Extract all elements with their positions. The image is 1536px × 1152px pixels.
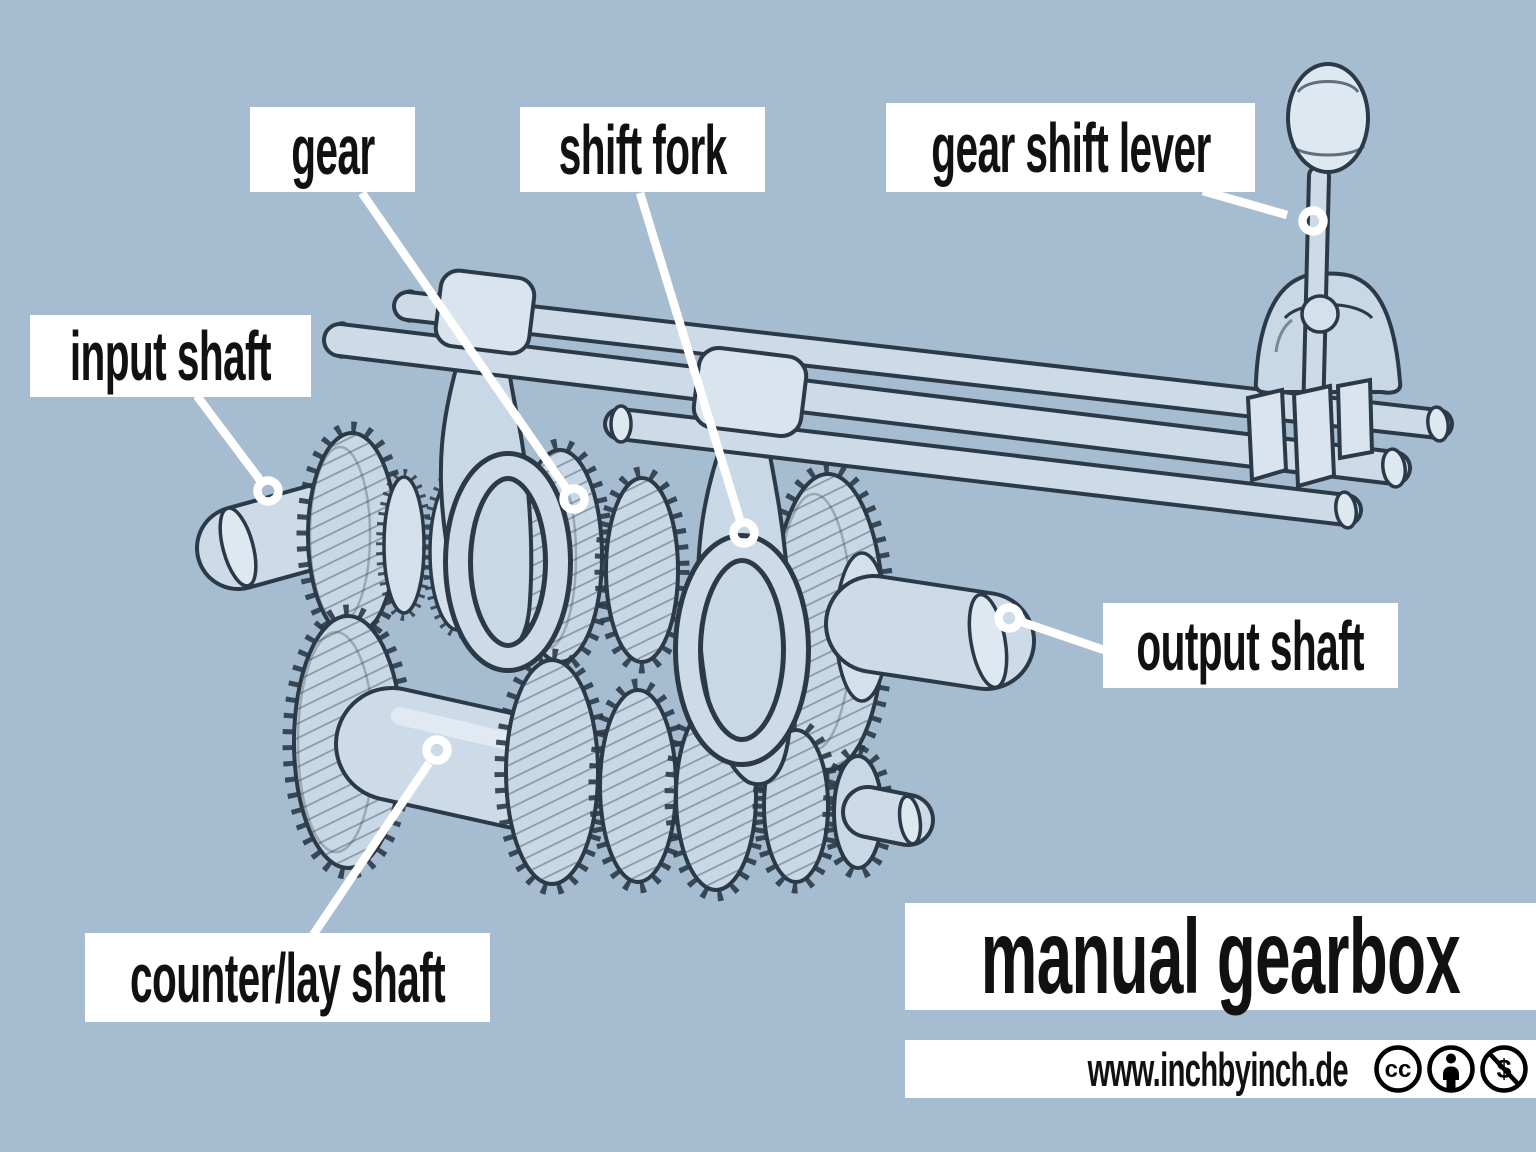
output-shaft-drawing: [824, 574, 1036, 691]
cc-icon: cc: [1374, 1045, 1422, 1093]
label-input-shaft: input shaft: [30, 315, 311, 397]
leader-lines: [193, 186, 1328, 938]
label-gear: gear: [250, 107, 415, 192]
leader-gear-shift-lever: [1201, 186, 1289, 220]
marker-output-shaft: [994, 603, 1024, 633]
marker-input-shaft: [253, 476, 283, 506]
marker-gear: [559, 484, 589, 514]
label-gear-shift-lever-text: gear shift lever: [930, 108, 1211, 187]
shift-fork-drawings: [438, 345, 811, 787]
page-title: manual gearbox: [980, 897, 1461, 1016]
label-shift-fork: shift fork: [520, 107, 765, 192]
label-counter-lay-shaft-text: counter/lay shaft: [129, 938, 446, 1017]
marker-gear-shift-lever: [1298, 206, 1328, 236]
license-icons: cc $: [1374, 1045, 1528, 1093]
footer-bar: www.inchbyinch.de cc $: [905, 1040, 1536, 1098]
leader-counter-shaft: [309, 760, 433, 938]
nc-icon: $: [1480, 1045, 1528, 1093]
footer-url[interactable]: www.inchbyinch.de: [1087, 1042, 1349, 1096]
marker-shift-fork: [729, 518, 759, 548]
marker-counter-shaft: [422, 735, 452, 765]
attribution-icon: [1427, 1045, 1475, 1093]
title-bar: manual gearbox: [905, 903, 1536, 1010]
label-counter-lay-shaft: counter/lay shaft: [85, 933, 490, 1022]
label-gear-shift-lever: gear shift lever: [886, 103, 1255, 192]
cc-icon-glyph: cc: [1385, 1056, 1412, 1083]
leader-shift-fork: [635, 191, 745, 522]
label-input-shaft-text: input shaft: [69, 317, 272, 395]
label-shift-fork-text: shift fork: [558, 110, 727, 189]
label-output-shaft-text: output shaft: [1136, 606, 1365, 685]
leader-input-shaft: [193, 393, 264, 483]
leader-gear: [358, 190, 570, 491]
label-gear-text: gear: [290, 110, 375, 189]
leader-output-shaft: [1020, 617, 1106, 655]
label-output-shaft: output shaft: [1103, 603, 1398, 688]
